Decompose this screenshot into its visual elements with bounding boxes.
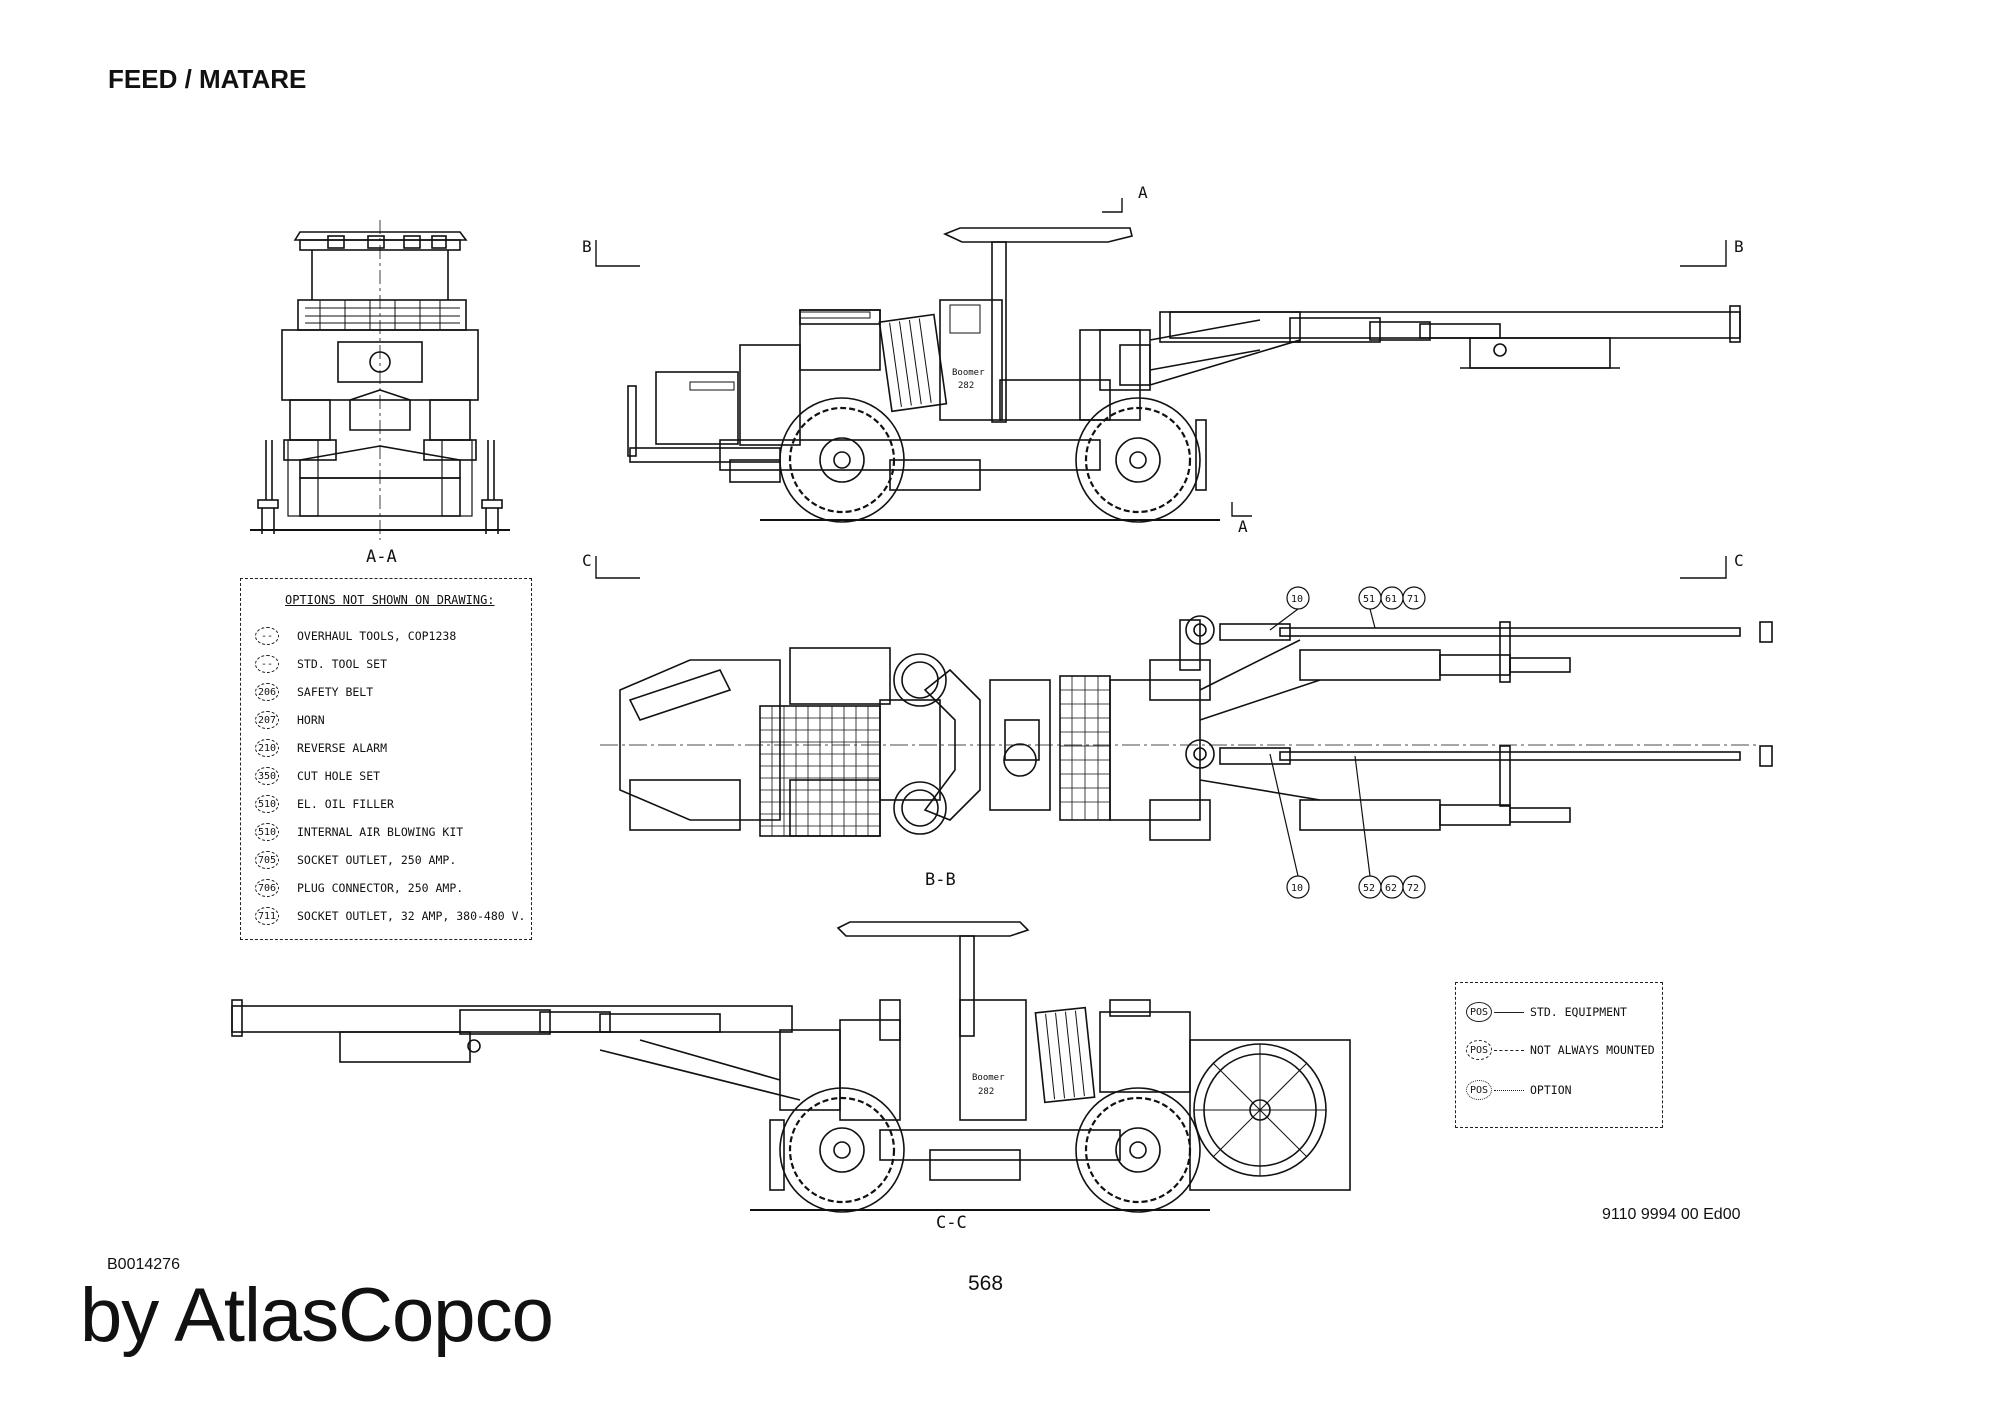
view-side-top: Boomer 282 [627, 227, 1741, 523]
callout-top-3: 71 [1407, 594, 1419, 605]
section-marker-a-bottom: A [1238, 517, 1248, 536]
legend-row: POS OPTION [1466, 1079, 1572, 1101]
option-row: -- STD. TOOL SET [255, 653, 387, 675]
option-pos: 705 [255, 851, 279, 869]
option-pos: 510 [255, 823, 279, 841]
cable-reel [1189, 1039, 1351, 1191]
option-label: SOCKET OUTLET, 250 AMP. [297, 853, 457, 867]
option-row: 210 REVERSE ALARM [255, 737, 387, 759]
option-pos: 206 [255, 683, 279, 701]
legend-pos: POS [1466, 1040, 1492, 1060]
option-row: -- OVERHAUL TOOLS, COP1238 [255, 625, 456, 647]
section-markers [595, 198, 1727, 579]
option-pos: -- [255, 655, 279, 673]
option-label: SAFETY BELT [297, 685, 374, 699]
option-label: CUT HOLE SET [297, 769, 381, 783]
option-row: 206 SAFETY BELT [255, 681, 373, 703]
option-pos: 210 [255, 739, 279, 757]
option-label: STD. TOOL SET [297, 657, 388, 671]
document-code: B0014276 [107, 1256, 180, 1273]
option-row: 350 CUT HOLE SET [255, 765, 380, 787]
legend-row: POS STD. EQUIPMENT [1466, 1001, 1627, 1023]
view-aa-front [250, 220, 510, 540]
view-label-bb: B-B [925, 870, 956, 890]
option-pos: 510 [255, 795, 279, 813]
page-title: FEED / MATARE [108, 64, 307, 94]
drawing-number: 9110 9994 00 Ed00 [1602, 1206, 1741, 1223]
legend-label: OPTION [1530, 1083, 1572, 1097]
badge-cc-line2: 282 [978, 1087, 994, 1097]
option-pos: 706 [255, 879, 279, 897]
section-marker-b-left: B [582, 237, 592, 256]
option-label: PLUG CONNECTOR, 250 AMP. [297, 881, 464, 895]
callout-top-0: 10 [1291, 594, 1303, 605]
legend-box: POS STD. EQUIPMENT POS NOT ALWAYS MOUNTE… [1455, 982, 1663, 1128]
legend-label: STD. EQUIPMENT [1530, 1005, 1627, 1019]
option-row: 711 SOCKET OUTLET, 32 AMP, 380-480 V. [255, 905, 525, 927]
wheel-front-cc [1075, 1087, 1201, 1213]
wheel-rear-top [779, 397, 905, 523]
view-bb-plan [600, 615, 1773, 841]
section-marker-c-left: C [582, 551, 592, 570]
view-label-aa: A-A [366, 547, 397, 567]
legend-line-dashdot [1494, 1049, 1524, 1051]
legend-pos: POS [1466, 1002, 1492, 1022]
legend-row: POS NOT ALWAYS MOUNTED [1466, 1039, 1655, 1061]
option-row: 207 HORN [255, 709, 325, 731]
option-pos: 711 [255, 907, 279, 925]
wheel-front-top [1075, 397, 1201, 523]
options-not-shown-box: OPTIONS NOT SHOWN ON DRAWING: -- OVERHAU… [240, 578, 532, 940]
section-marker-c-right: C [1734, 551, 1744, 570]
callout-bottom-3: 72 [1407, 883, 1419, 894]
option-row: 705 SOCKET OUTLET, 250 AMP. [255, 849, 456, 871]
wheel-rear-cc [779, 1087, 905, 1213]
callouts [1269, 586, 1426, 899]
callout-top-1: 51 [1363, 594, 1375, 605]
option-label: REVERSE ALARM [297, 741, 388, 755]
options-title: OPTIONS NOT SHOWN ON DRAWING: [285, 593, 495, 607]
badge-top-line2: 282 [958, 381, 974, 391]
option-label: EL. OIL FILLER [297, 797, 394, 811]
callout-bottom-0: 10 [1291, 883, 1303, 894]
option-pos: 207 [255, 711, 279, 729]
badge-cc-line1: Boomer [972, 1073, 1005, 1083]
page-number: 568 [968, 1272, 1004, 1295]
view-label-cc: C-C [936, 1213, 967, 1233]
callout-bottom-1: 52 [1363, 883, 1375, 894]
legend-label: NOT ALWAYS MOUNTED [1530, 1043, 1655, 1057]
option-label: OVERHAUL TOOLS, COP1238 [297, 629, 457, 643]
section-marker-a-top: A [1138, 183, 1148, 202]
legend-line-solid [1494, 1011, 1524, 1013]
option-row: 706 PLUG CONNECTOR, 250 AMP. [255, 877, 463, 899]
option-pos: 350 [255, 767, 279, 785]
brand-footer: by AtlasCopco [80, 1273, 554, 1358]
option-label: INTERNAL AIR BLOWING KIT [297, 825, 464, 839]
option-label: SOCKET OUTLET, 32 AMP, 380-480 V. [297, 909, 526, 923]
option-row: 510 INTERNAL AIR BLOWING KIT [255, 821, 463, 843]
option-label: HORN [297, 713, 325, 727]
legend-line-dashed [1494, 1089, 1524, 1091]
badge-top-line1: Boomer [952, 368, 985, 378]
legend-pos: POS [1466, 1080, 1492, 1100]
option-row: 510 EL. OIL FILLER [255, 793, 394, 815]
option-pos: -- [255, 627, 279, 645]
callout-bottom-2: 62 [1385, 883, 1397, 894]
section-marker-b-right: B [1734, 237, 1744, 256]
callout-top-2: 61 [1385, 594, 1397, 605]
view-cc-side: Boomer 282 [231, 921, 1351, 1213]
